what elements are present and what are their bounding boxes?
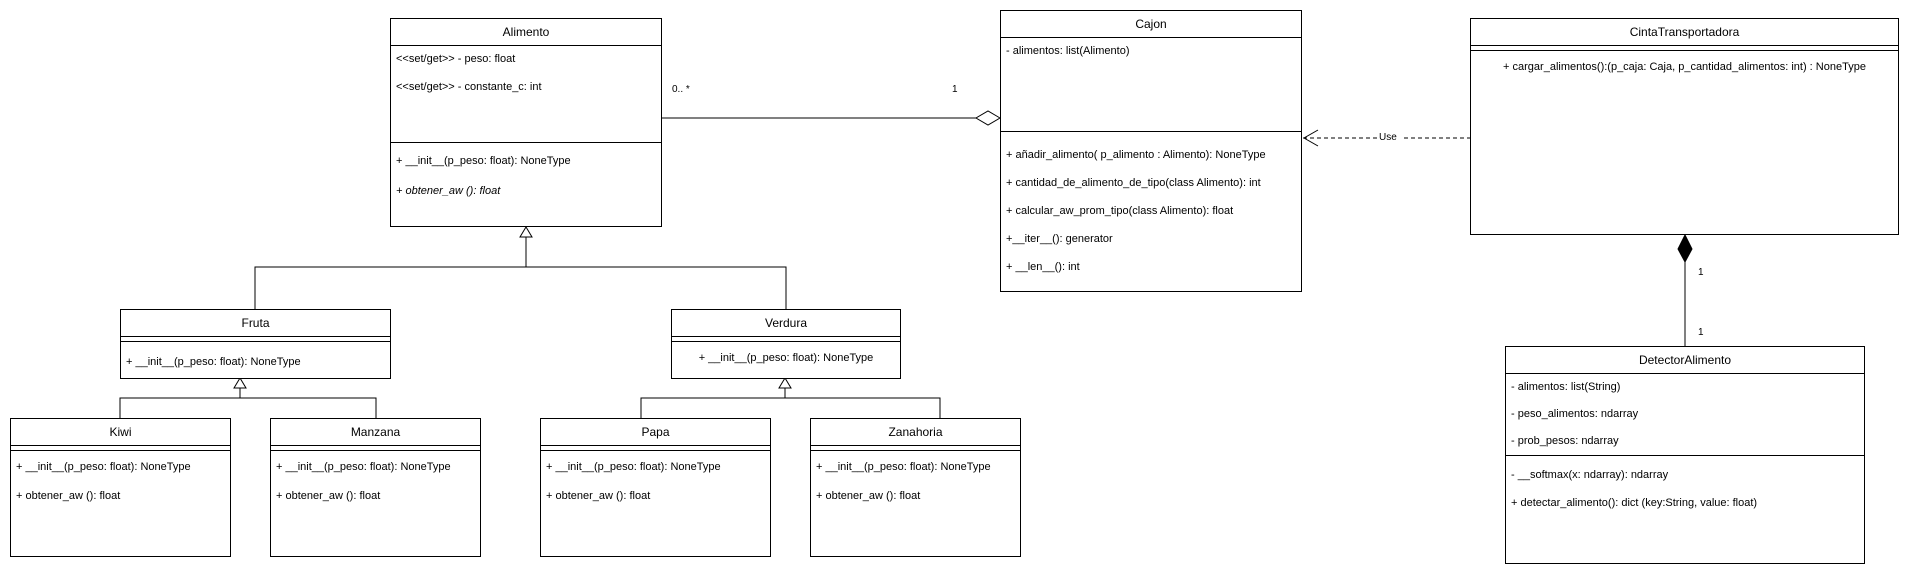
name-divider [1471,45,1898,46]
class-fruta[interactable]: Fruta + __init__(p_peso: float): NoneTyp… [120,309,391,379]
class-zanahoria[interactable]: Zanahoria + __init__(p_peso: float): Non… [810,418,1021,557]
method-init: + __init__(p_peso: float): NoneType [546,461,721,473]
method-init: + __init__(p_peso: float): NoneType [16,461,191,473]
class-kiwi[interactable]: Kiwi + __init__(p_peso: float): NoneType… [10,418,231,557]
composition-bottom-multiplicity: 1 [1698,327,1704,338]
inheritance-line-kiwi [119,397,240,418]
class-name-cajon: Cajon [1135,17,1167,31]
class-cinta-transportadora[interactable]: CintaTransportadora + cargar_alimentos()… [1470,18,1899,235]
method-cantidad-de-alimento: + cantidad_de_alimento_de_tipo(class Ali… [1006,177,1261,189]
attributes-divider [672,341,900,342]
dependency-arrowhead [1302,129,1319,147]
inheritance-line-zanahoria [785,397,941,418]
name-divider [672,336,900,337]
attribute-alimentos: - alimentos: list(Alimento) [1006,45,1130,57]
name-divider [1001,37,1301,38]
class-name-zanahoria: Zanahoria [888,425,943,439]
method-iter: +__iter__(): generator [1006,233,1113,245]
method-init: + __init__(p_peso: float): NoneType [816,461,991,473]
class-cajon[interactable]: Cajon - alimentos: list(Alimento) + añad… [1000,10,1302,292]
attributes-divider [271,450,480,451]
attributes-divider [811,450,1020,451]
name-divider [271,445,480,446]
name-divider [121,336,390,337]
method-obtener-aw: + obtener_aw (): float [16,490,121,502]
attributes-divider [11,450,230,451]
class-name-fruta: Fruta [241,316,270,330]
method-cargar-alimentos: + cargar_alimentos():(p_caja: Caja, p_ca… [1503,61,1866,73]
dependency-label: Use [1379,132,1397,143]
name-divider [11,445,230,446]
method-softmax: - __softmax(x: ndarray): ndarray [1511,469,1669,481]
class-name-kiwi: Kiwi [109,425,132,439]
class-name-papa: Papa [641,425,670,439]
attributes-divider [391,142,661,143]
aggregation-source-multiplicity: 0.. * [672,84,690,95]
attributes-divider [1471,50,1898,51]
inheritance-line-manzana [240,397,377,418]
attributes-divider [121,341,390,342]
attribute-peso: <<set/get>> - peso: float [396,53,516,65]
class-papa[interactable]: Papa + __init__(p_peso: float): NoneType… [540,418,771,557]
attribute-constante-c: <<set/get>> - constante_c: int [396,81,542,93]
method-obtener-aw: + obtener_aw (): float [396,185,501,197]
class-name-alimento: Alimento [502,25,550,39]
name-divider [541,445,770,446]
method-init: + __init__(p_peso: float): NoneType [126,356,301,368]
method-anadir-alimento: + añadir_alimento( p_alimento : Alimento… [1006,149,1266,161]
attribute-prob-pesos: - prob_pesos: ndarray [1511,435,1619,447]
name-divider [1506,373,1864,374]
class-alimento[interactable]: Alimento <<set/get>> - peso: float <<set… [390,18,662,227]
attributes-divider [541,450,770,451]
composition-diamond [1677,233,1693,264]
method-calcular-aw-prom: + calcular_aw_prom_tipo(class Alimento):… [1006,205,1234,217]
class-name-verdura: Verdura [764,316,808,330]
name-divider [811,445,1020,446]
method-init: + __init__(p_peso: float): NoneType [276,461,451,473]
composition-top-multiplicity: 1 [1698,267,1704,278]
name-divider [391,45,661,46]
attribute-peso-alimentos: - peso_alimentos: ndarray [1511,408,1639,420]
class-name-cinta-transportadora: CintaTransportadora [1629,25,1740,39]
inheritance-arrow-alimento [519,226,533,238]
method-obtener-aw: + obtener_aw (): float [816,490,921,502]
attribute-alimentos: - alimentos: list(String) [1511,381,1621,393]
aggregation-target-multiplicity: 1 [952,84,958,95]
class-manzana[interactable]: Manzana + __init__(p_peso: float): NoneT… [270,418,481,557]
method-obtener-aw: + obtener_aw (): float [276,490,381,502]
class-verdura[interactable]: Verdura + __init__(p_peso: float): NoneT… [671,309,901,379]
attributes-divider [1506,455,1864,456]
inheritance-line-verdura [526,266,787,309]
attributes-divider [1001,131,1301,132]
class-name-manzana: Manzana [350,425,401,439]
aggregation-diamond [975,110,1001,126]
method-init: + __init__(p_peso: float): NoneType [396,155,571,167]
method-obtener-aw: + obtener_aw (): float [546,490,651,502]
class-detector-alimento[interactable]: DetectorAlimento - alimentos: list(Strin… [1505,346,1865,564]
class-name-detector-alimento: DetectorAlimento [1638,353,1732,367]
method-init: + __init__(p_peso: float): NoneType [698,352,874,364]
inheritance-arrow-fruta [233,377,247,389]
method-len: + __len__(): int [1006,261,1080,273]
inheritance-arrow-verdura [778,377,792,389]
inheritance-line-papa [640,397,785,418]
method-detectar-alimento: + detectar_alimento(): dict (key:String,… [1511,497,1758,509]
inheritance-line-fruta [254,266,526,309]
